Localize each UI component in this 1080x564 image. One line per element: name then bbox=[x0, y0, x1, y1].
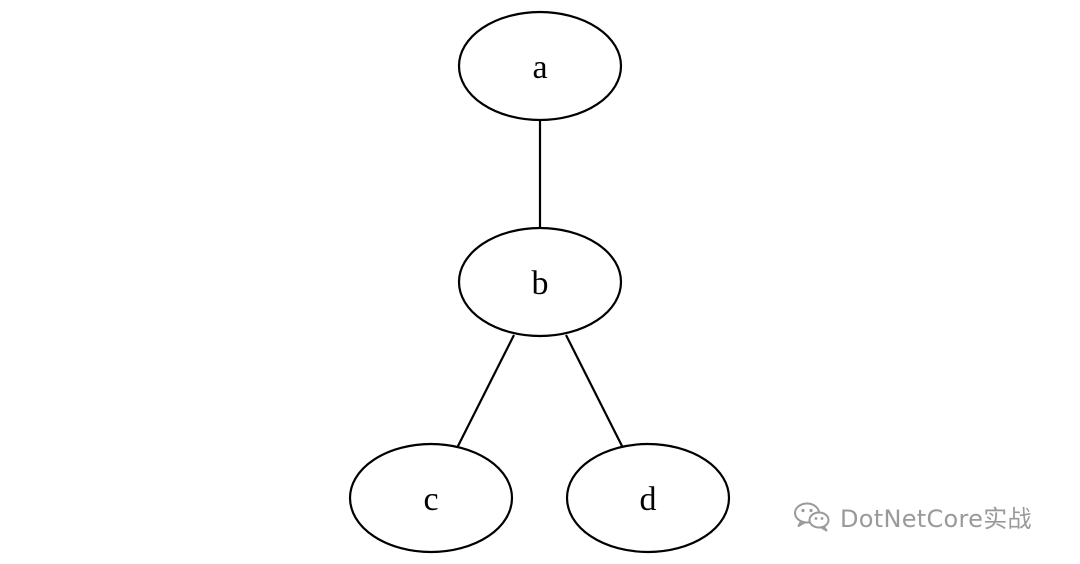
node-d: d bbox=[565, 442, 731, 554]
node-b-ellipse bbox=[457, 226, 623, 338]
edge-b-d bbox=[565, 334, 624, 449]
node-b: b bbox=[457, 226, 623, 338]
node-b-label: b bbox=[532, 265, 549, 302]
node-a: a bbox=[457, 10, 623, 122]
wechat-icon bbox=[794, 502, 830, 532]
node-a-label: a bbox=[532, 49, 547, 86]
watermark-text: DotNetCore实战 bbox=[840, 504, 1032, 533]
watermark: DotNetCore实战 bbox=[792, 498, 1032, 534]
node-d-ellipse bbox=[565, 442, 731, 554]
node-c: c bbox=[348, 442, 514, 554]
edge-b-c bbox=[456, 334, 515, 449]
nodes-layer: a b c d bbox=[348, 10, 731, 554]
node-a-ellipse bbox=[457, 10, 623, 122]
node-c-ellipse bbox=[348, 442, 514, 554]
node-c-label: c bbox=[423, 481, 438, 518]
node-d-label: d bbox=[640, 481, 657, 518]
edges-layer bbox=[456, 120, 624, 449]
